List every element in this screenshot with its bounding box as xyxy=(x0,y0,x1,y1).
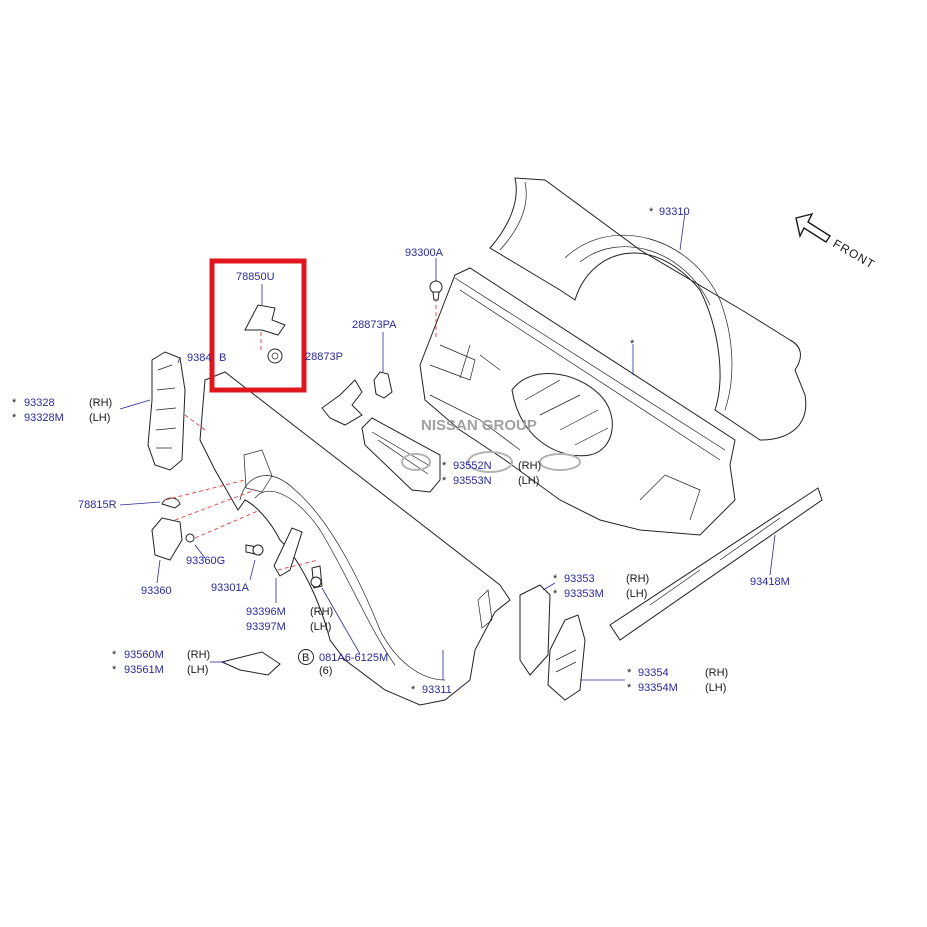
star-mark: * xyxy=(12,412,17,424)
label-93311: 93311 xyxy=(422,684,452,696)
side-lh: (LH) xyxy=(187,664,208,676)
star-mark: * xyxy=(12,397,17,409)
label-081a6-6125m: 081A6-6125M xyxy=(319,652,388,664)
side-lh: (LH) xyxy=(310,621,331,633)
star-mark: * xyxy=(442,475,447,487)
side-rh: (RH) xyxy=(518,460,541,472)
badge-b-circle xyxy=(298,649,314,665)
label-28873pa: 28873PA xyxy=(352,319,397,331)
side-rh: (RH) xyxy=(626,573,649,585)
watermark-logo-2 xyxy=(467,451,513,473)
label-93418m: 93418M xyxy=(750,576,790,588)
watermark-logo-3 xyxy=(539,453,581,471)
side-lh: (LH) xyxy=(518,475,539,487)
label-93360: 93360 xyxy=(141,585,172,597)
star-mark: * xyxy=(442,460,447,472)
side-lh: (LH) xyxy=(626,588,647,600)
star-mark: * xyxy=(627,682,632,694)
star-mark: * xyxy=(411,684,416,696)
label-93300a: 93300A xyxy=(405,247,444,259)
front-support-bracket xyxy=(147,351,186,471)
inner-bed-panel xyxy=(419,267,736,536)
label-93560m: 93560M xyxy=(124,649,164,661)
star-mark: * xyxy=(112,664,117,676)
assembly-dashed-lines xyxy=(164,298,437,571)
front-fender-panel xyxy=(199,371,511,706)
leader-lines xyxy=(119,211,776,681)
label-93354: 93354 xyxy=(638,667,669,679)
front-label: FRONT xyxy=(831,236,878,271)
label-93360g: 93360G xyxy=(186,555,225,567)
label-78815r: 78815R xyxy=(78,499,117,511)
star-mark: * xyxy=(627,667,632,679)
watermark-logo-1 xyxy=(401,453,431,471)
label-081a6-qty: (6) xyxy=(319,665,332,677)
label-93396m: 93396M xyxy=(246,606,286,618)
rear-brackets xyxy=(519,584,586,701)
front-arrow-icon xyxy=(795,212,831,243)
side-rail xyxy=(609,487,823,641)
highlight-box xyxy=(209,258,307,393)
label-93353m: 93353M xyxy=(564,588,604,600)
side-lh: (LH) xyxy=(705,682,726,694)
label-93328: 93328 xyxy=(24,397,55,409)
label-93553n: 93553N xyxy=(453,475,492,487)
side-rh: (RH) xyxy=(705,667,728,679)
star-mark: * xyxy=(112,649,117,661)
watermark-text: NISSAN GROUP xyxy=(421,417,537,434)
bracket-78850u xyxy=(244,304,286,364)
label-93552n: 93552N xyxy=(453,460,492,472)
label-93561m: 93561M xyxy=(124,664,164,676)
side-rh: (RH) xyxy=(310,606,333,618)
bracket-28873p xyxy=(321,371,393,426)
label-93301a: 93301A xyxy=(211,582,250,594)
star-mark: * xyxy=(630,338,635,350)
clip-93300a xyxy=(429,280,443,301)
label-9384b: 9384 xyxy=(187,352,211,364)
side-lh: (LH) xyxy=(89,412,110,424)
label-9384b-tail: B xyxy=(219,352,226,364)
splash-shield xyxy=(361,417,441,493)
side-rh: (RH) xyxy=(187,649,210,661)
label-28873p: 28873P xyxy=(305,351,343,363)
label-93328m: 93328M xyxy=(24,412,64,424)
label-93310: 93310 xyxy=(659,206,690,218)
side-rh: (RH) xyxy=(89,397,112,409)
star-mark: * xyxy=(553,573,558,585)
label-93397m: 93397M xyxy=(246,621,286,633)
label-93354m: 93354M xyxy=(638,682,678,694)
wheelhouse-outer-panel xyxy=(489,177,807,441)
label-93353: 93353 xyxy=(564,573,595,585)
label-78850u: 78850U xyxy=(236,271,275,283)
star-mark: * xyxy=(649,206,654,218)
badge-b-letter: B xyxy=(302,652,309,664)
star-mark: * xyxy=(553,588,558,600)
small-fasteners xyxy=(151,497,323,676)
